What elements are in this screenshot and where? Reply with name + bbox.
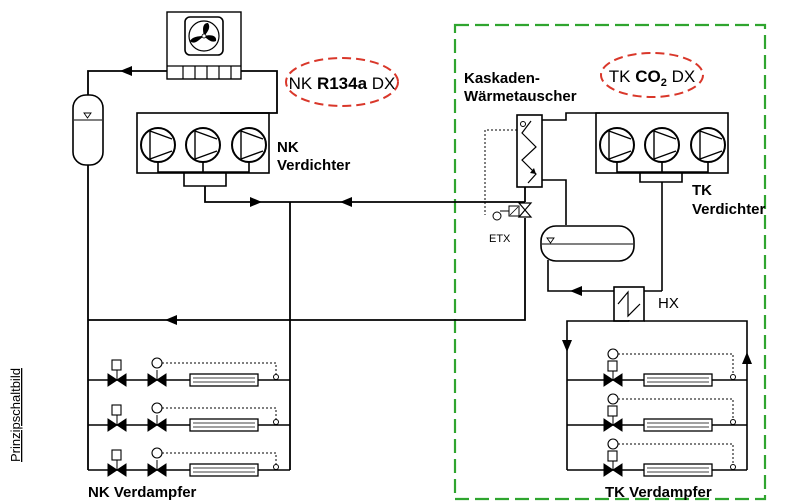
nk-piping bbox=[87, 70, 526, 470]
cascade-heat-exchanger bbox=[484, 112, 600, 225]
side-title: Prinzipschaltbild bbox=[8, 368, 23, 462]
tk-compressors bbox=[595, 112, 729, 291]
tk-receiver bbox=[540, 225, 635, 292]
tk-compressor-label: TK Verdichter bbox=[692, 182, 766, 218]
nk-receiver bbox=[72, 94, 104, 166]
tk-piping bbox=[566, 320, 748, 470]
hx-heat-exchanger bbox=[613, 286, 662, 322]
nk-evaporators bbox=[88, 357, 290, 477]
cascade-label: Kaskaden- Wärmetauscher bbox=[464, 70, 577, 105]
etx-label: ETX bbox=[489, 233, 511, 245]
hx-label: HX bbox=[658, 295, 679, 312]
nk-refrigerant-bubble: NK R134a DX bbox=[285, 57, 399, 107]
nk-compressor-label: NK Verdichter bbox=[277, 139, 351, 174]
tk-boundary bbox=[453, 23, 767, 501]
svg-text:TK CO2 DX: TK CO2 DX bbox=[609, 67, 695, 89]
fan-icon bbox=[188, 20, 220, 52]
tk-evaporators bbox=[567, 348, 747, 477]
etx-valve bbox=[492, 202, 533, 221]
tk-refrigerant-bubble: TK CO2 DX bbox=[600, 52, 704, 98]
nk-compressors bbox=[136, 112, 270, 187]
nk-condenser bbox=[166, 11, 242, 80]
tk-evaporator-label: TK Verdampfer bbox=[605, 484, 712, 501]
nk-evaporator-label: NK Verdampfer bbox=[88, 484, 197, 501]
svg-text:NK R134a DX: NK R134a DX bbox=[289, 74, 396, 93]
